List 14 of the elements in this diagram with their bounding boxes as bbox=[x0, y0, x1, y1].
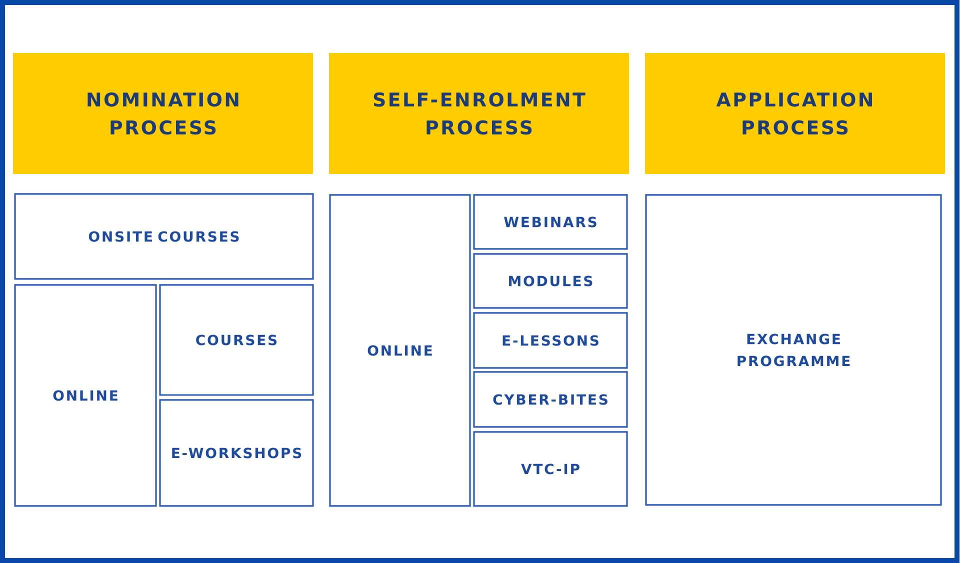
label-box: EXCHANGE PROGRAMME bbox=[645, 194, 942, 506]
header-banner: NOMINATION PROCESS bbox=[13, 53, 313, 174]
label-box: ONSITE COURSES bbox=[14, 193, 314, 280]
label-box: MODULES bbox=[473, 253, 628, 309]
header-banner: APPLICATION PROCESS bbox=[645, 53, 945, 174]
label-box: VTC-IP bbox=[473, 431, 628, 507]
label-box: CYBER-BITES bbox=[473, 371, 628, 428]
label-box: E-LESSONS bbox=[473, 312, 628, 369]
label-box: WEBINARS bbox=[473, 194, 628, 250]
header-banner: SELF-ENROLMENT PROCESS bbox=[329, 53, 629, 174]
label-box: ONLINE bbox=[14, 284, 157, 507]
label-box: ONLINE bbox=[329, 194, 471, 507]
label-box: E-WORKSHOPS bbox=[159, 399, 314, 507]
label-box: COURSES bbox=[159, 284, 314, 396]
